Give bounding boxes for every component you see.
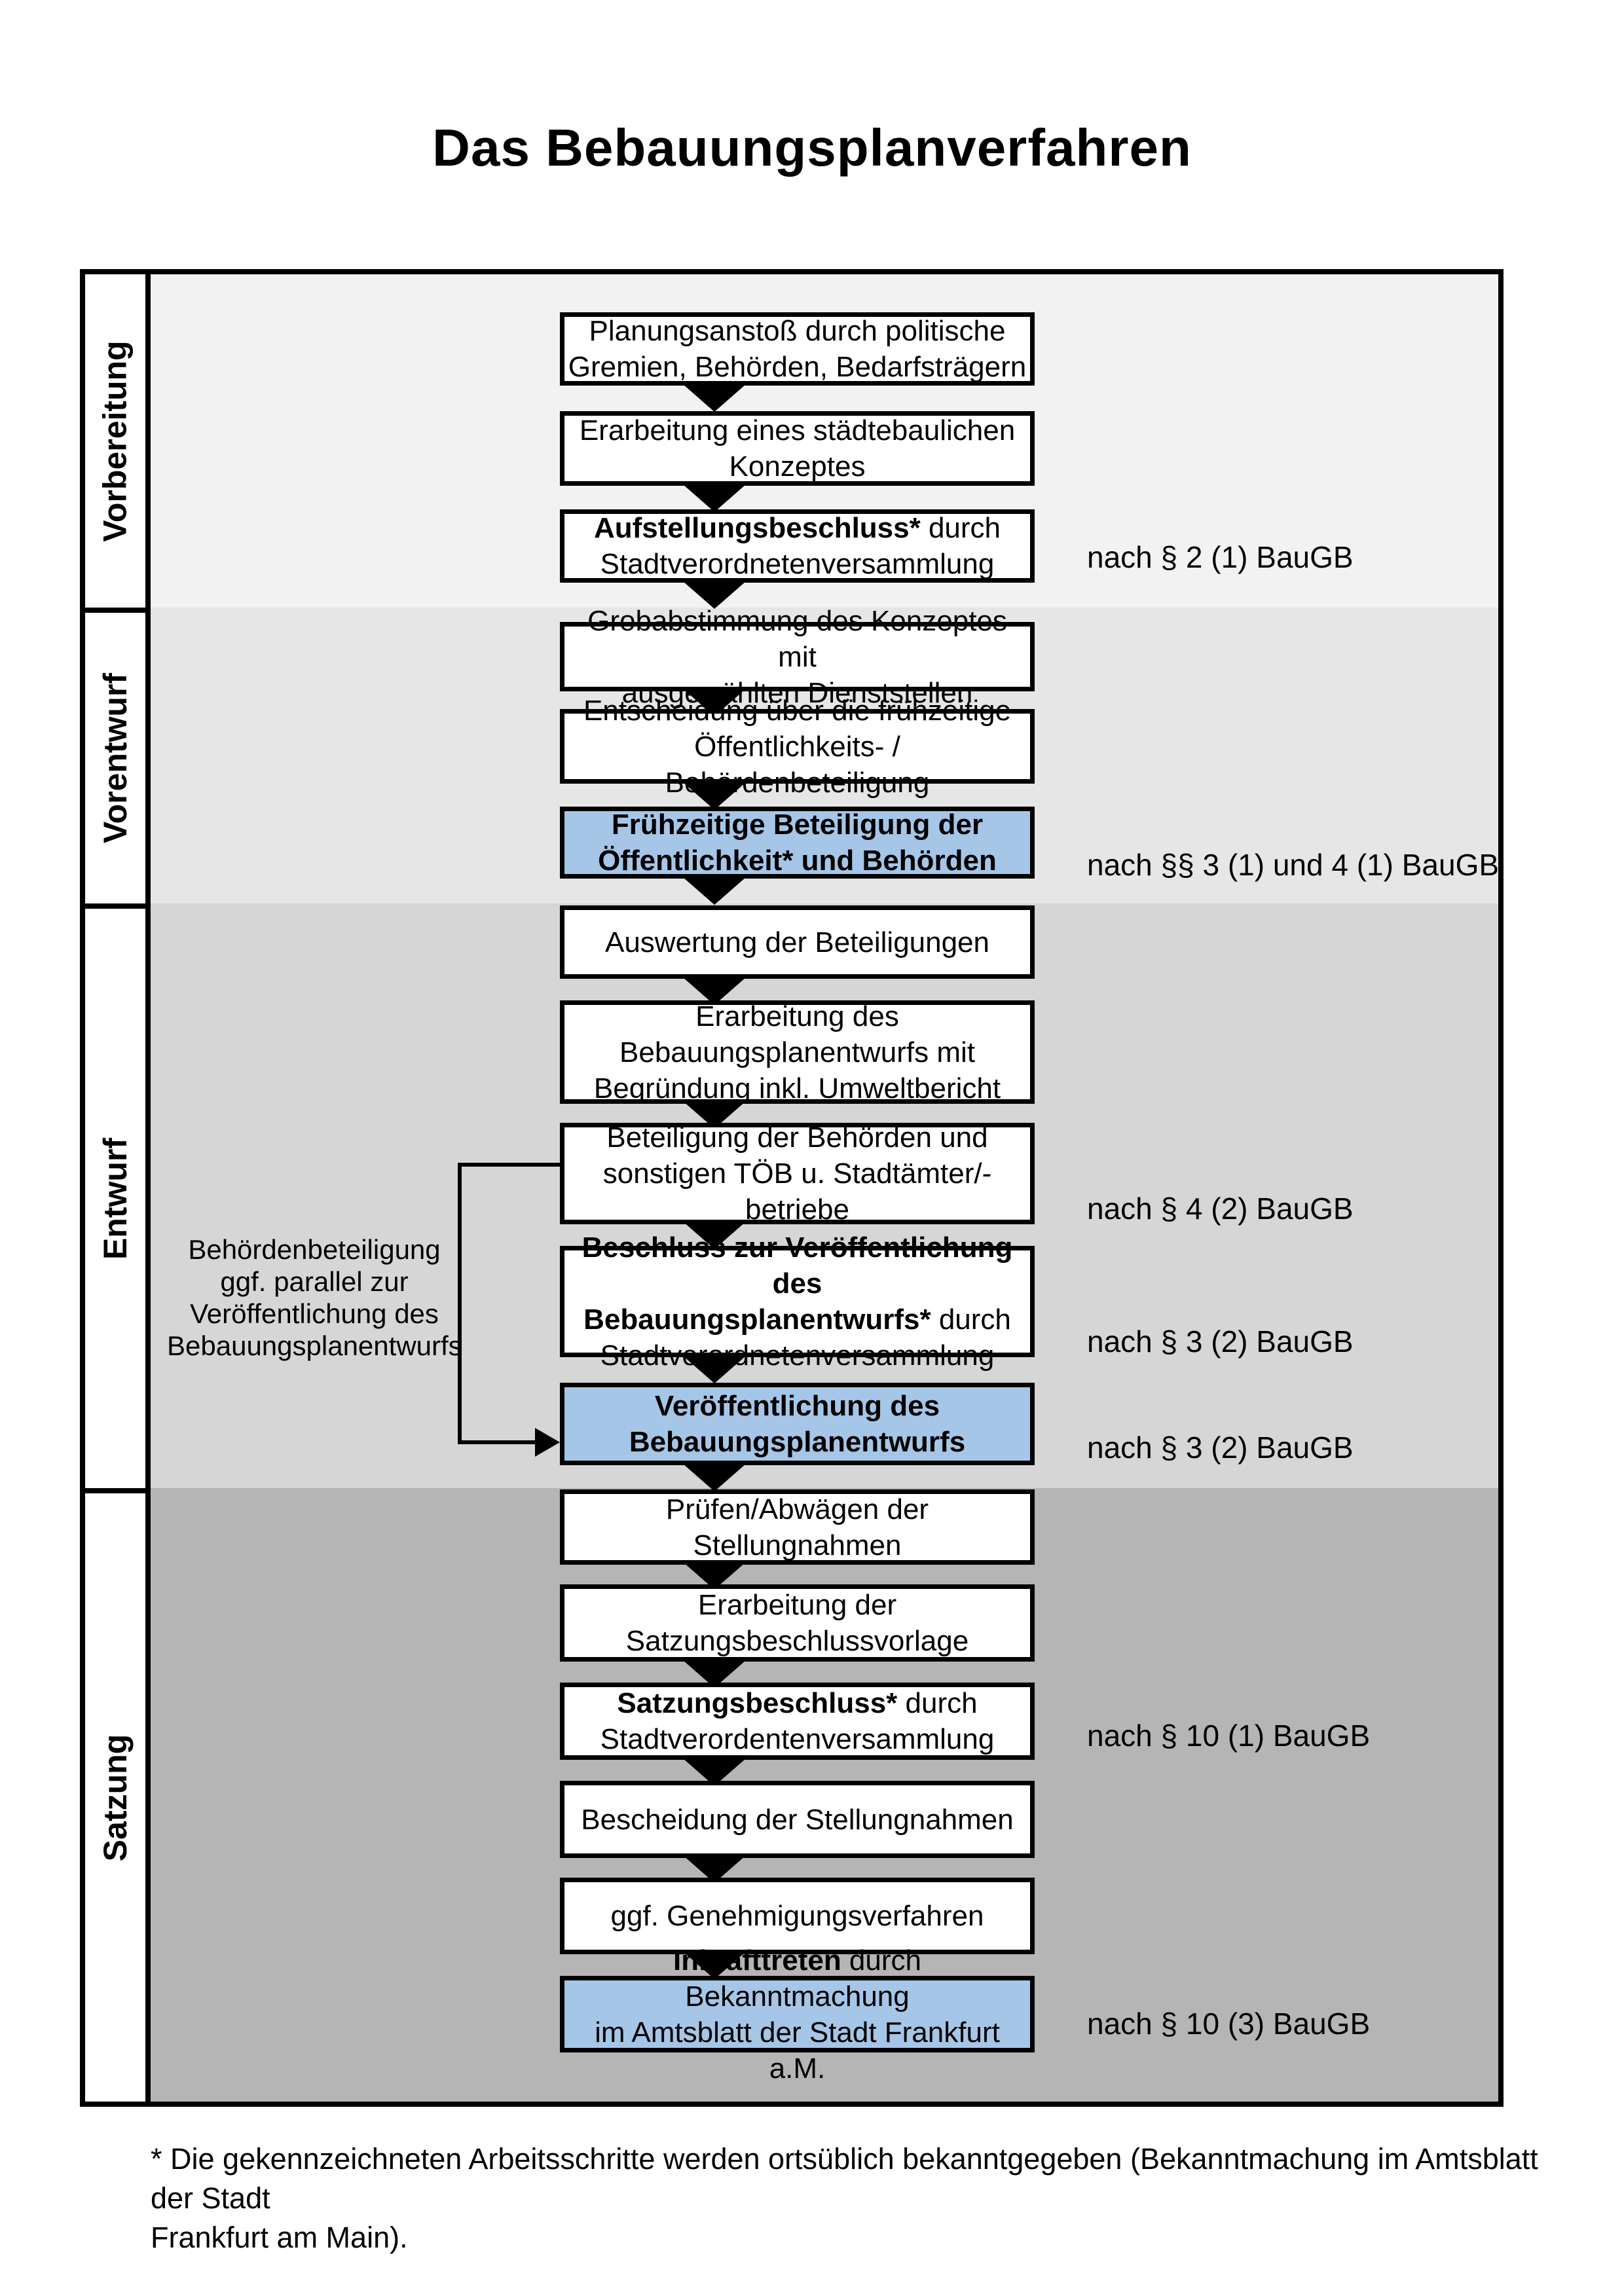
step-box-pruefen-abwaegen: Prüfen/Abwägen der Stellungnahmen: [560, 1489, 1035, 1565]
phase-label-entwurf: Entwurf: [97, 1137, 134, 1260]
flow-arrow-down-icon: [683, 581, 746, 609]
legal-ref-beschluss-veroeffentlichung: nach § 3 (2) BauGB: [1087, 1324, 1354, 1358]
step-box-erarbeitung-entwurf: Erarbeitung des Bebauungsplanentwurfs mi…: [560, 1000, 1035, 1104]
phase-label-vorentwurf: Vorentwurf: [97, 672, 134, 844]
step-box-genehmigungsverfahren: ggf. Genehmigungsverfahren: [560, 1878, 1035, 1954]
step-box-auswertung-beteiligungen: Auswertung der Beteiligungen: [560, 905, 1035, 979]
step-box-entscheidung-beteiligung: Entscheidung über die frühzeitige Öffent…: [560, 695, 1035, 799]
phase-label-cell-entwurf: Entwurf: [80, 903, 151, 1493]
legal-ref-inkrafttreten: nach § 10 (3) BauGB: [1087, 2007, 1371, 2041]
step-box-grobabstimmung: Grobabstimmung des Konzeptes mit ausgewä…: [560, 605, 1035, 709]
step-box-beteiligung-behoerden: Beteiligung der Behörden und sonstigen T…: [560, 1121, 1035, 1226]
step-box-fruehzeitige-beteiligung: Frühzeitige Beteiligung der Öffentlichke…: [560, 807, 1035, 879]
legal-ref-veroeffentlichung: nach § 3 (2) BauGB: [1087, 1430, 1354, 1465]
step-box-beschluss-veroeffentlichung: Beschluss zur Veröffentlichung des Bebau…: [560, 1231, 1035, 1372]
flow-arrow-down-icon: [683, 1356, 746, 1383]
bracket-top-segment: [460, 1163, 561, 1167]
bracket-arrowhead-icon: [535, 1428, 560, 1457]
legal-ref-aufstellungsbeschluss: nach § 2 (1) BauGB: [1087, 540, 1354, 574]
flow-arrow-down-icon: [683, 782, 746, 810]
legal-ref-behoerdenbeteiligung: nach § 4 (2) BauGB: [1087, 1192, 1354, 1226]
parallel-procedure-note: Behördenbeteiligung ggf. parallel zur Ve…: [167, 1234, 462, 1361]
step-box-aufstellungsbeschluss: Aufstellungsbeschluss* durch Stadtverord…: [560, 509, 1035, 583]
step-box-satzungsbeschluss: Satzungsbeschluss* durch Stadtverordente…: [560, 1683, 1035, 1760]
flow-arrow-down-icon: [683, 1222, 746, 1249]
flow-arrow-down-icon: [683, 1464, 746, 1491]
step-box-inkrafttreten: Inkrafttreten durch Bekanntmachung im Am…: [560, 1944, 1035, 2085]
flow-arrow-down-icon: [683, 384, 746, 412]
step-box-veroeffentlichung-entwurf: Veröffentlichung des Bebauungsplanentwur…: [560, 1383, 1035, 1465]
phase-label-cell-satzung: Satzung: [80, 1488, 151, 2107]
step-box-satzungsbeschlussvorlage: Erarbeitung der Satzungsbeschlussvorlage: [560, 1584, 1035, 1662]
legal-ref-satzungsbeschluss: nach § 10 (1) BauGB: [1087, 1719, 1371, 1753]
flow-arrow-down-icon: [683, 877, 746, 905]
step-box-staedtebauliches-konzept: Erarbeitung eines städtebaulichen Konzep…: [560, 411, 1035, 486]
legal-ref-fruehzeitige-beteiligung: nach §§ 3 (1) und 4 (1) BauGB: [1087, 848, 1500, 882]
step-box-planungsanstoss: Planungsanstoß durch politische Gremien,…: [560, 312, 1035, 386]
bracket-vertical-segment: [458, 1163, 462, 1444]
flow-arrow-down-icon: [683, 1952, 746, 1979]
footnote: * Die gekennzeichneten Arbeitsschritte w…: [151, 2142, 1538, 2254]
bracket-bottom-segment: [458, 1440, 538, 1444]
phase-label-satzung: Satzung: [97, 1734, 134, 1861]
phase-label-cell-vorentwurf: Vorentwurf: [80, 608, 151, 909]
phase-label-cell-vorbereitung: Vorbereitung: [80, 269, 151, 613]
page-title: Das Bebauungsplanverfahren: [432, 118, 1192, 177]
flow-arrow-down-icon: [683, 484, 746, 512]
step-box-bescheidung: Bescheidung der Stellungnahmen: [560, 1781, 1035, 1858]
phase-label-vorbereitung: Vorbereitung: [97, 340, 134, 542]
